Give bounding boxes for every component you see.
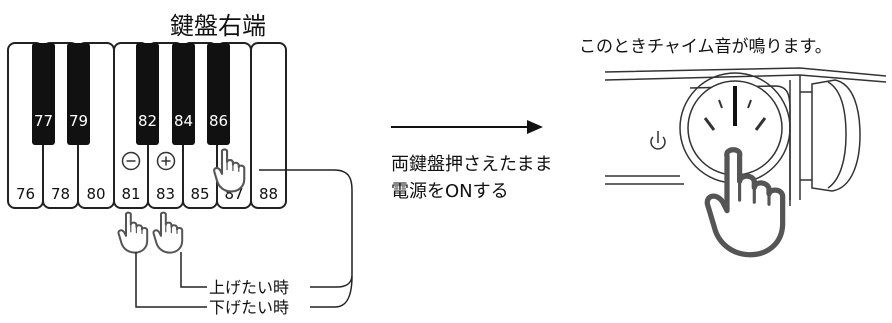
device-panel bbox=[604, 67, 887, 206]
black-key-label: 84 bbox=[174, 112, 193, 130]
white-key-label: 88 bbox=[259, 185, 278, 203]
power-icon bbox=[650, 131, 666, 150]
black-key-82 bbox=[136, 43, 159, 145]
raise-label: 上げたい時 bbox=[209, 278, 289, 297]
white-key-88 bbox=[250, 42, 287, 209]
pointing-hand-icon bbox=[152, 211, 184, 254]
black-key-77 bbox=[32, 43, 55, 145]
white-key-label: 85 bbox=[190, 185, 209, 203]
legend-connectors bbox=[135, 169, 353, 308]
white-key-label: 76 bbox=[16, 185, 35, 203]
black-key-label: 77 bbox=[34, 112, 53, 130]
black-key-label: 86 bbox=[209, 112, 228, 130]
pointing-hand-icon bbox=[117, 211, 149, 254]
keyboard: 77 79 82 84 86 76 78 80 81 83 85 87 88 bbox=[7, 42, 287, 209]
black-key-86 bbox=[207, 43, 230, 145]
white-key-label: 83 bbox=[156, 185, 175, 203]
black-key-label: 79 bbox=[69, 112, 88, 130]
instruction-line-2: 電源をONする bbox=[391, 181, 509, 202]
lower-label: 下げたい時 bbox=[209, 298, 289, 317]
keyboard-title: 鍵盤右端 bbox=[170, 12, 266, 40]
white-key-label: 80 bbox=[86, 185, 105, 203]
arrow-right-icon bbox=[391, 120, 543, 134]
black-key-84 bbox=[172, 43, 195, 145]
white-key-label: 78 bbox=[51, 185, 70, 203]
black-key-79 bbox=[67, 43, 90, 145]
instruction-line-1: 両鍵盤押さえたまま bbox=[391, 154, 552, 175]
white-key-label: 81 bbox=[121, 185, 140, 203]
result-caption: このときチャイム音が鳴ります。 bbox=[579, 37, 832, 57]
black-key-label: 82 bbox=[138, 112, 157, 130]
